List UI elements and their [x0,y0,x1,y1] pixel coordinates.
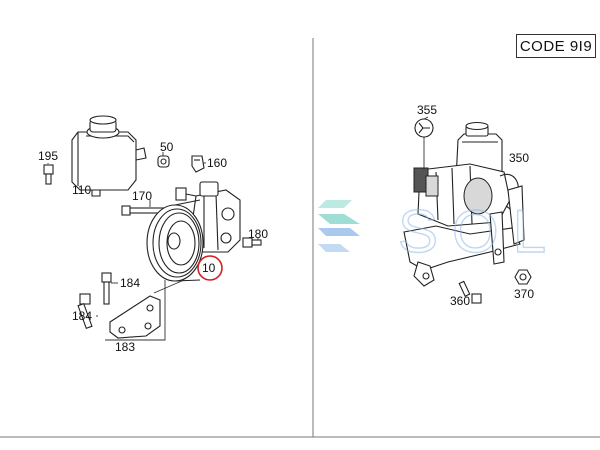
pump-assembly-350[interactable] [403,121,525,287]
clip-160[interactable] [191,155,205,173]
label-110: 110 [72,183,91,197]
code-label-box: CODE 9I9 [516,34,596,58]
label-50: 50 [160,140,174,154]
label-170: 170 [132,189,152,203]
pulley-10[interactable] [146,199,204,282]
leader-bracket-link [153,279,185,294]
bracket-183[interactable] [109,295,161,339]
label-180: 180 [248,227,268,241]
label-360: 360 [450,294,470,308]
bolt-184-lower[interactable] [77,293,93,330]
label-10: 10 [202,261,216,275]
highlight-circle-10[interactable] [197,255,223,281]
label-350: 350 [509,151,529,165]
bolt-195[interactable] [43,164,54,185]
bolt-184-upper[interactable] [101,272,112,305]
nut-370[interactable] [514,269,532,285]
bolt-180[interactable] [242,237,262,248]
wrench-icon[interactable] [414,118,434,138]
label-184-lower: 184 [72,309,92,323]
label-183: 183 [115,340,135,354]
label-195: 195 [38,149,58,163]
code-label: CODE 9I9 [519,37,593,55]
washer-50[interactable] [157,155,170,168]
label-160: 160 [207,156,227,170]
label-355: 355 [417,103,437,117]
label-184-upper: 184 [120,276,140,290]
leader-183 [105,300,166,341]
label-370: 370 [514,287,534,301]
leader-355 [423,116,429,120]
reservoir-110[interactable] [71,115,147,197]
watermark-text: SOL [398,198,560,265]
watermark-logo [318,200,360,252]
bolt-360[interactable] [458,280,482,304]
